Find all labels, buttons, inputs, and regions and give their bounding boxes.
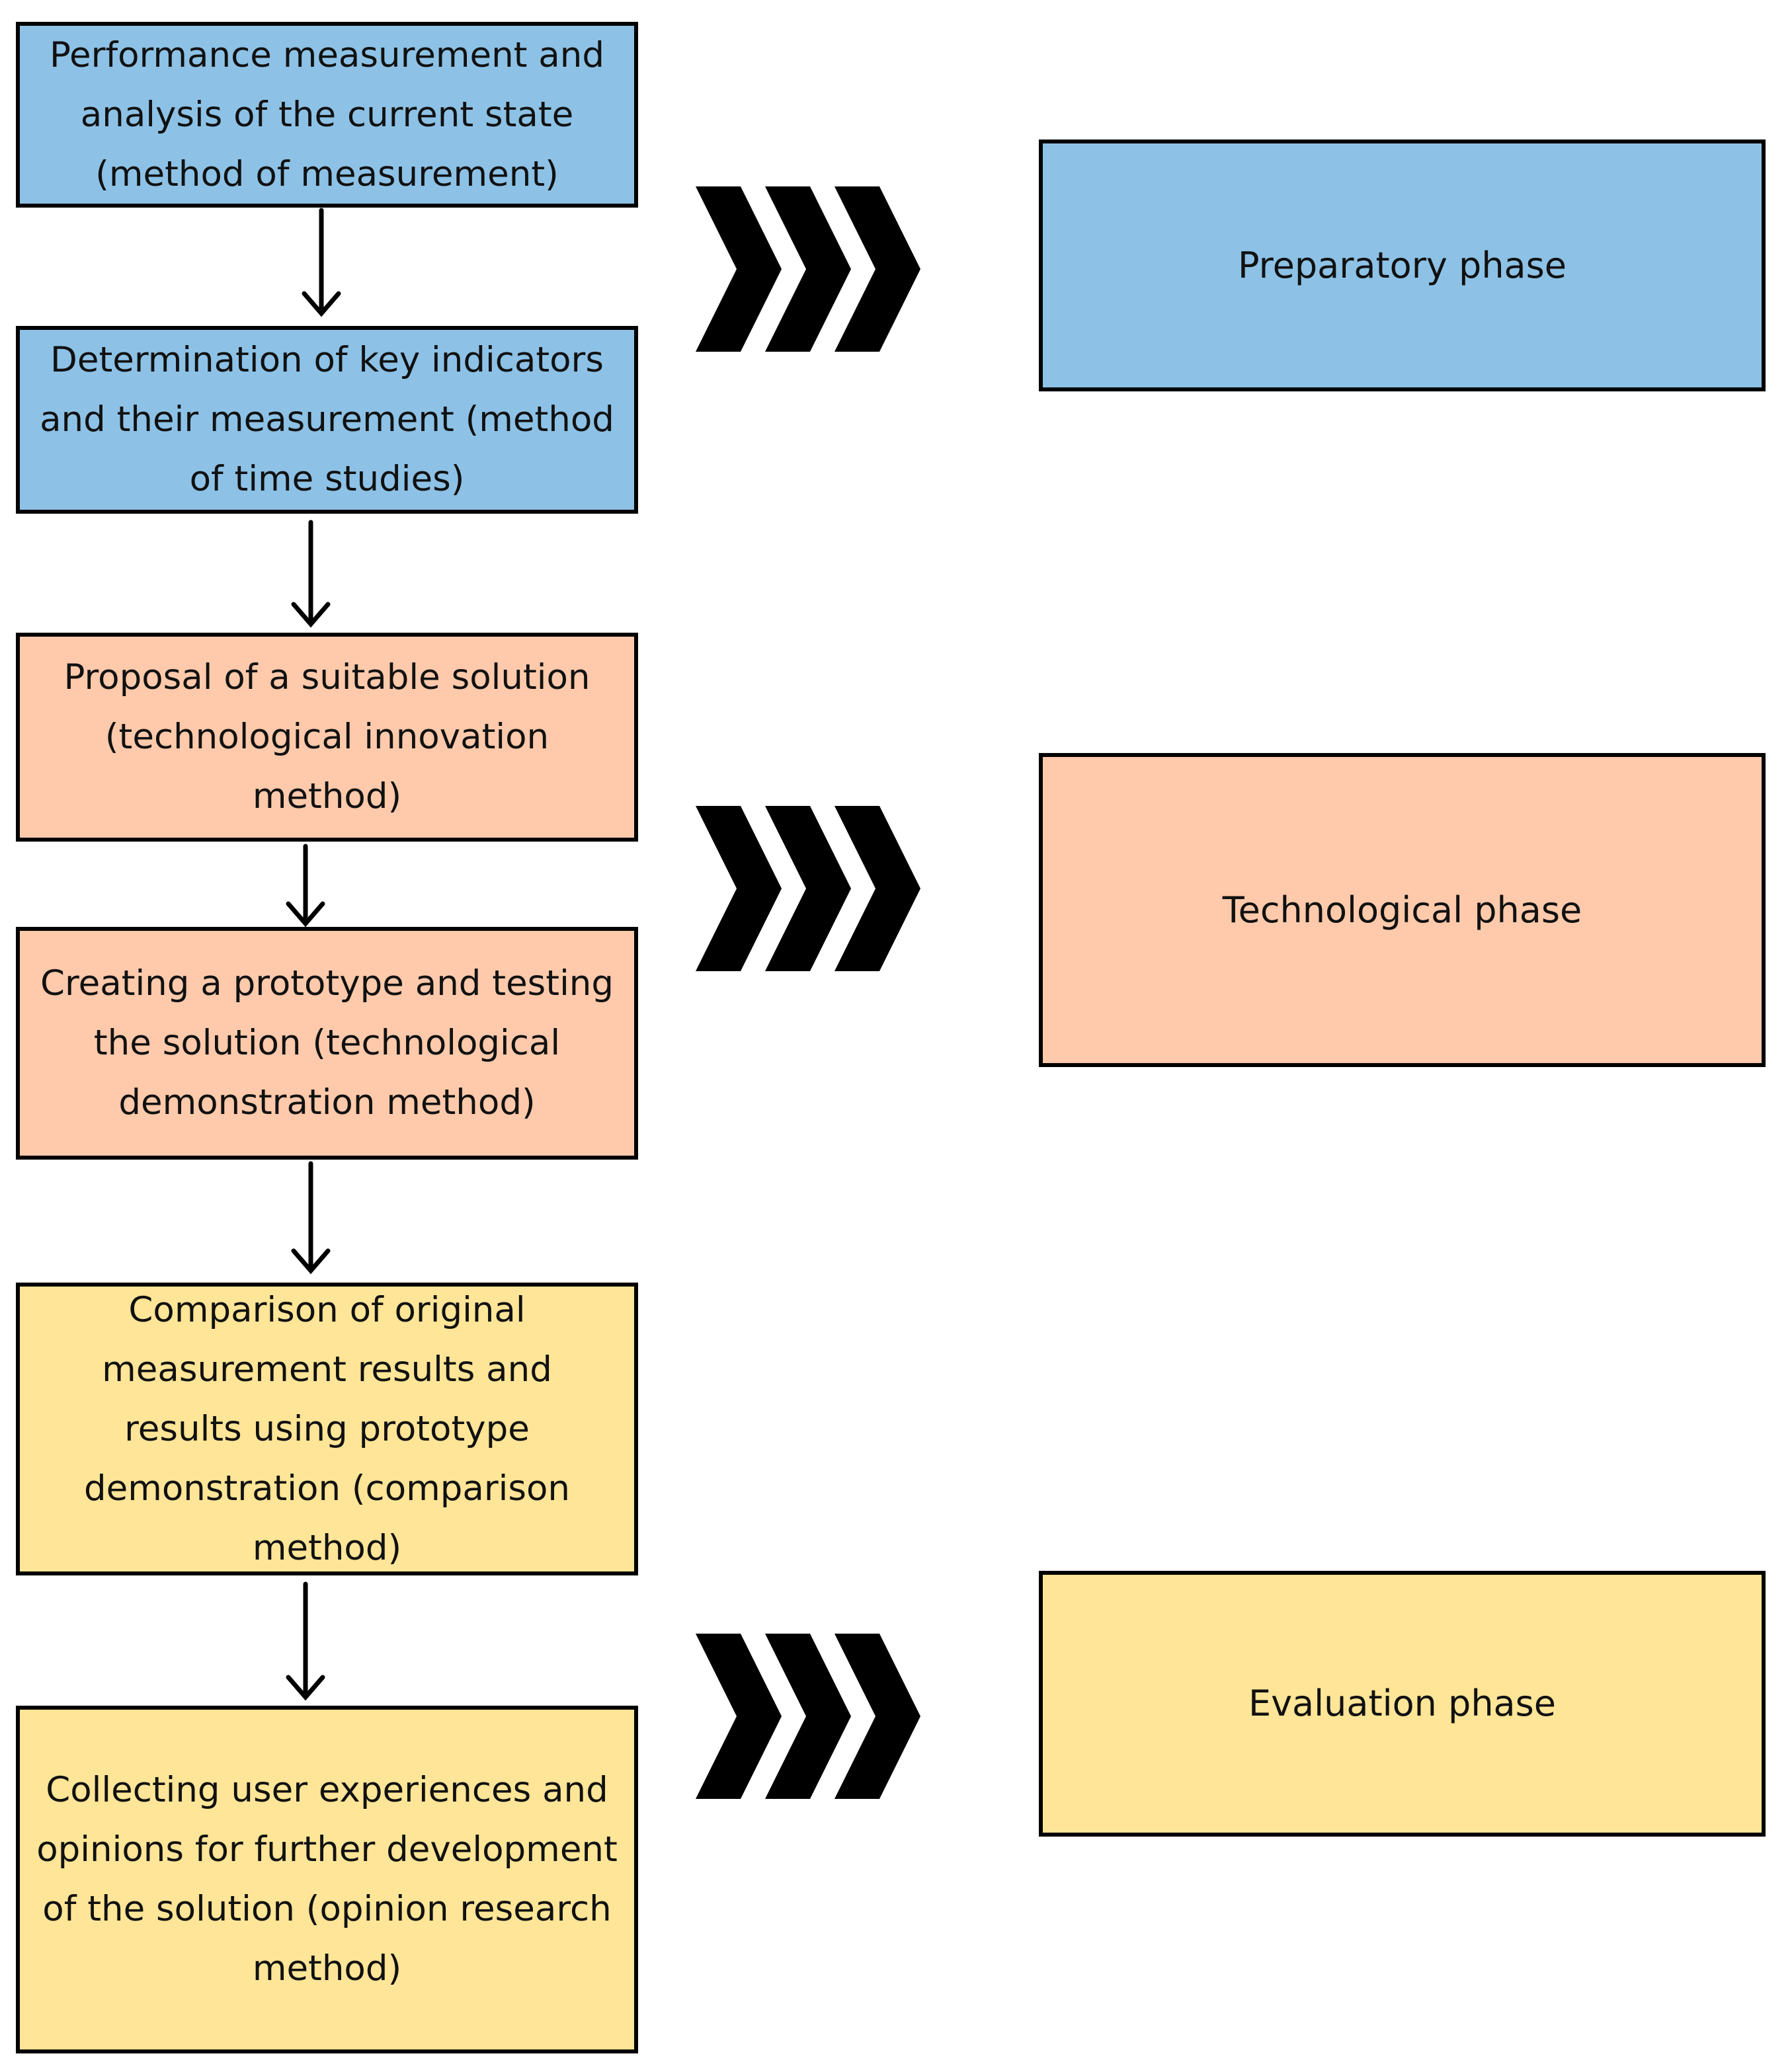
phase-label: Evaluation phase — [1248, 1683, 1557, 1724]
step-text: Collecting user experiences and opinions… — [36, 1770, 618, 1989]
step-box-prototype: Creating a prototype and testing the sol… — [16, 927, 638, 1160]
phase-label: Technological phase — [1222, 889, 1582, 931]
step-box-user-opinions: Collecting user experiences and opinions… — [16, 1706, 638, 2053]
down-arrow-icon — [286, 1581, 325, 1701]
phase-label: Preparatory phase — [1238, 244, 1567, 286]
triple-chevron-icon — [696, 1634, 920, 1799]
step-text: Comparison of original measurement resul… — [83, 1289, 571, 1568]
step-box-key-indicators: Determination of key indicators and thei… — [16, 326, 638, 514]
phase-box-technological: Technological phase — [1039, 753, 1766, 1067]
down-arrow-icon — [291, 1161, 331, 1275]
down-arrow-icon — [302, 208, 341, 317]
step-box-comparison: Comparison of original measurement resul… — [16, 1283, 638, 1575]
step-text: Performance measurement and analysis of … — [49, 34, 605, 194]
step-text: Proposal of a suitable solution (technol… — [63, 657, 591, 816]
phase-box-preparatory: Preparatory phase — [1039, 139, 1766, 391]
step-box-proposal: Proposal of a suitable solution (technol… — [16, 633, 638, 842]
triple-chevron-icon — [696, 806, 920, 971]
down-arrow-icon — [291, 520, 331, 628]
phase-box-evaluation: Evaluation phase — [1039, 1571, 1766, 1837]
step-box-measurement: Performance measurement and analysis of … — [16, 22, 638, 208]
step-text: Creating a prototype and testing the sol… — [40, 963, 614, 1123]
triple-chevron-icon — [696, 186, 920, 352]
down-arrow-icon — [286, 844, 325, 928]
step-text: Determination of key indicators and thei… — [40, 340, 614, 499]
